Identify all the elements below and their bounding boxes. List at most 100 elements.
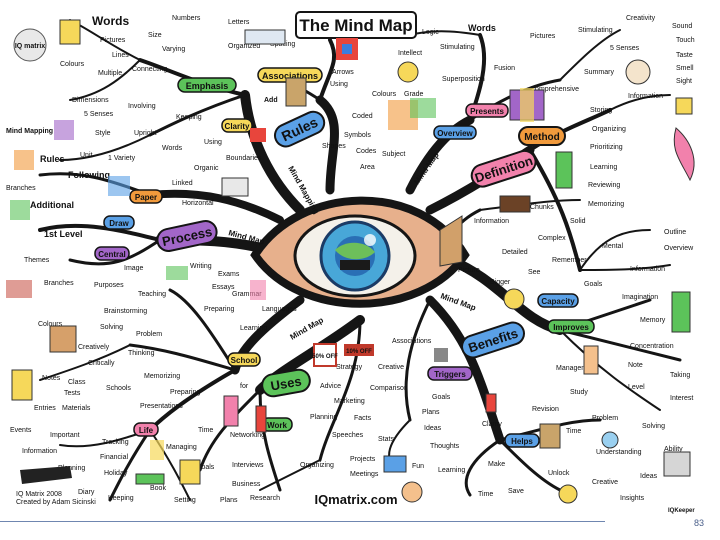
label-brainstorming: Brainstorming bbox=[104, 308, 147, 315]
map-title: The Mind Map bbox=[299, 16, 412, 35]
pill-process: Process bbox=[156, 220, 218, 252]
label-unit: Unit bbox=[80, 152, 93, 159]
label-using: Using bbox=[330, 81, 348, 88]
label-note: Note bbox=[628, 362, 643, 369]
label-boundaries: Boundaries bbox=[226, 155, 262, 162]
label-taking: Taking bbox=[670, 372, 690, 379]
label-comparison: Comparison bbox=[370, 385, 408, 392]
capacity-label: Capacity bbox=[541, 297, 575, 306]
label-organized: Organized bbox=[228, 43, 260, 50]
label-unlock: Unlock bbox=[548, 470, 570, 477]
label-stats: Stats bbox=[378, 436, 394, 443]
label-speeches: Speeches bbox=[332, 432, 364, 439]
label-preparing2: Preparing bbox=[170, 389, 200, 396]
credit-line-2: Created by Adam Sicinski bbox=[16, 499, 96, 506]
label-outline: Outline bbox=[664, 229, 686, 236]
label-essays: Essays bbox=[212, 284, 235, 291]
label-organizing2: Organizing bbox=[300, 462, 334, 469]
label-logic: Logic bbox=[422, 29, 439, 36]
label-varying: Varying bbox=[162, 46, 185, 53]
label-dimensions: Dimensions bbox=[72, 97, 109, 104]
label-superposition: Superposition bbox=[442, 76, 485, 83]
label-schools: Schools bbox=[106, 385, 131, 392]
label-preparing: Preparing bbox=[204, 306, 234, 313]
emphasis-label: Emphasis bbox=[186, 81, 229, 91]
labels-top: Arrows Using Colours Superposition Grade… bbox=[264, 15, 695, 208]
label-mental: Mental bbox=[602, 243, 623, 250]
label-reviewing: Reviewing bbox=[588, 182, 620, 189]
label-grade: Grade bbox=[404, 91, 424, 98]
label-rules-small: Rules bbox=[40, 154, 65, 164]
label-advice: Advice bbox=[320, 383, 341, 390]
label-interviews: Interviews bbox=[232, 462, 264, 469]
label-understanding: Understanding bbox=[596, 449, 642, 456]
spoke-label: Mind Map bbox=[439, 291, 477, 312]
label-organic: Organic bbox=[194, 165, 219, 172]
label-entries: Entries bbox=[34, 405, 56, 412]
label-symbols: Symbols bbox=[344, 132, 371, 139]
label-area: Area bbox=[360, 164, 375, 171]
label-creative: Creative bbox=[378, 364, 404, 371]
label-fun: Fun bbox=[412, 463, 424, 470]
credit-line-1: IQ Matrix 2008 bbox=[16, 491, 62, 498]
pill-uses: Uses bbox=[261, 368, 311, 398]
label-5-senses2: 5 Senses bbox=[610, 45, 640, 52]
spoke-label: Mind Map bbox=[289, 315, 326, 341]
website-text: IQmatrix.com bbox=[314, 492, 397, 507]
label-tests: Tests bbox=[64, 390, 81, 397]
label-ability: Ability bbox=[664, 446, 683, 453]
label-additional: Additional bbox=[30, 200, 74, 210]
label-memorizing2: Memorizing bbox=[144, 373, 180, 380]
label-study: Study bbox=[570, 389, 588, 396]
label-stimulating2: Stimulating bbox=[578, 27, 613, 34]
label-organizing: Organizing bbox=[592, 126, 626, 133]
label-tracking: Tracking bbox=[102, 439, 129, 446]
label-marketing: Marketing bbox=[334, 398, 365, 405]
label-stimulating: Stimulating bbox=[440, 44, 475, 51]
label-words2: Words bbox=[162, 145, 183, 152]
label-insights: Insights bbox=[620, 495, 645, 502]
label-lines: Lines bbox=[112, 52, 129, 59]
label-meetings: Meetings bbox=[350, 471, 379, 478]
label-thinking: Thinking bbox=[128, 350, 155, 357]
decorative-illustrations: IQ matrix 50% OFF 10% OFF bbox=[6, 19, 695, 504]
overview-label: Overview bbox=[437, 129, 473, 138]
label-strategy: Strategy bbox=[336, 364, 363, 371]
label-letters: Letters bbox=[228, 19, 250, 26]
label-time2: Time bbox=[478, 491, 493, 498]
page-number: 83 bbox=[694, 518, 705, 528]
label-information2: Information bbox=[22, 448, 57, 455]
label-save: Save bbox=[508, 488, 524, 495]
draw-label: Draw bbox=[109, 219, 129, 228]
label-connecting: Connecting bbox=[132, 66, 168, 73]
label-using2: Using bbox=[204, 139, 222, 146]
label-memory: Memory bbox=[640, 317, 666, 324]
label-see: See bbox=[528, 269, 541, 276]
label-projects: Projects bbox=[350, 456, 376, 463]
helps-label: Helps bbox=[511, 437, 533, 446]
label-managing: Managing bbox=[166, 444, 197, 451]
label-exams: Exams bbox=[218, 271, 240, 278]
label-following: Following bbox=[68, 170, 110, 180]
label-1st-level: 1st Level bbox=[44, 229, 83, 239]
label-facts: Facts bbox=[354, 415, 372, 422]
label-holiday: Holiday bbox=[104, 470, 128, 477]
pill-definition: Definition bbox=[470, 149, 537, 188]
work-label: Work bbox=[267, 421, 287, 430]
label-clarify: Clarify bbox=[482, 421, 502, 428]
improves-label: Improves bbox=[553, 323, 589, 332]
label-grammar: Grammar bbox=[232, 291, 262, 298]
label-picture: Picture bbox=[458, 267, 480, 274]
label-multiple: Multiple bbox=[98, 70, 122, 77]
label-summary: Summary bbox=[584, 69, 614, 76]
label-goals3: Goals bbox=[584, 281, 603, 288]
label-smell: Smell bbox=[676, 65, 694, 72]
label-notes: Notes bbox=[42, 375, 61, 382]
label-purposes: Purposes bbox=[94, 282, 124, 289]
svg-text:Uses: Uses bbox=[269, 373, 302, 393]
label-class: Class bbox=[68, 379, 86, 386]
10-off-tag: 10% OFF bbox=[346, 349, 372, 355]
label-storing: Storing bbox=[590, 107, 612, 114]
